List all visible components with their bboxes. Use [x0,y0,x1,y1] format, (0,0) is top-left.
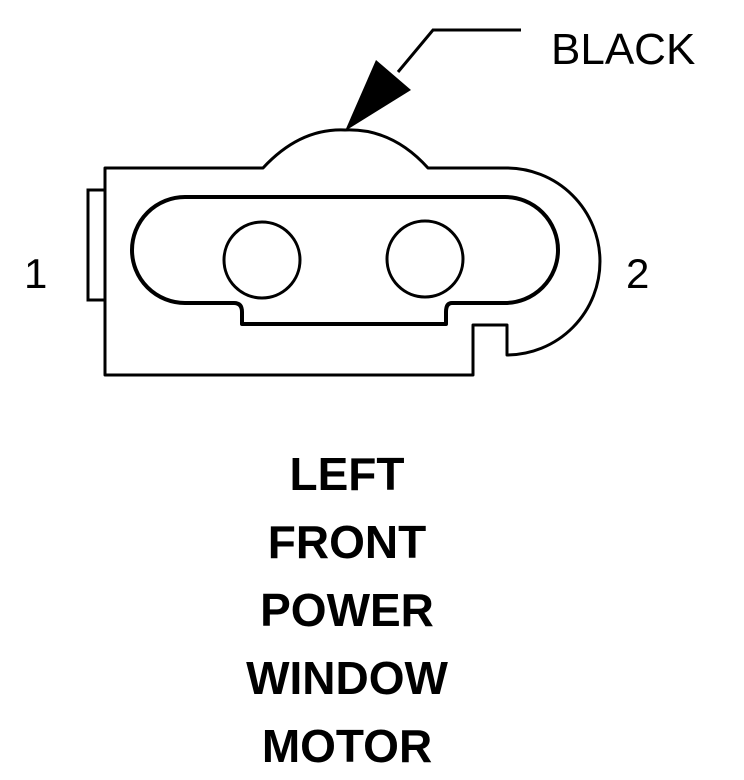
callout-leader-line [396,28,521,73]
terminal-cavity [130,195,560,326]
title-line-1: LEFT [289,448,405,500]
title-line-2: FRONT [267,516,427,568]
locking-tab [86,188,105,302]
connector-housing [103,128,602,377]
title-line-5: MOTOR [261,720,433,772]
connector-title: LEFT FRONT POWER WINDOW MOTOR [0,440,694,780]
pin-2-label: 2 [626,250,649,297]
title-line-4: WINDOW [246,652,448,704]
connector-color-label: BLACK [551,25,695,74]
callout-arrowhead [345,60,411,131]
terminal-2 [385,219,465,299]
terminal-1 [222,220,302,300]
title-line-3: POWER [260,584,434,636]
pin-1-label: 1 [24,250,47,297]
connector-diagram: BLACK 1 2 [24,25,695,377]
